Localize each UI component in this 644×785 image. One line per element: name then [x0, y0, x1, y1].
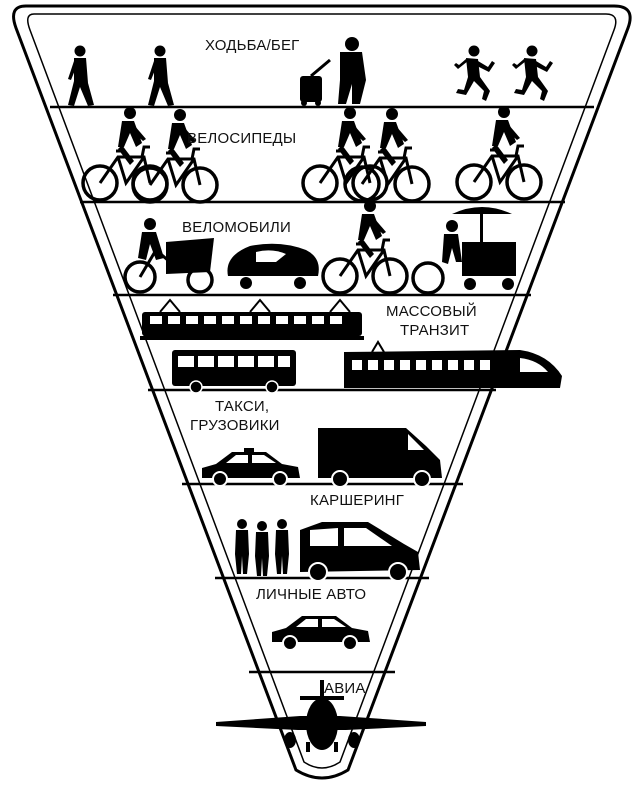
tier-label-carsharing: КАРШЕРИНГ [310, 492, 405, 509]
sedan-icon [271, 615, 371, 651]
walker-icon [68, 45, 94, 106]
tier-label-aviation: АВИА [324, 680, 366, 697]
person-icon [255, 521, 269, 576]
velomobile-icon [227, 243, 319, 289]
food-cart-icon [411, 207, 516, 295]
tier-label-transit-line1: МАССОВЫЙ [386, 303, 477, 320]
tier-velomobiles-icons [123, 200, 516, 295]
tier-label-private-car: ЛИЧНЫЕ АВТО [256, 586, 367, 603]
suitcase-person-icon [300, 37, 366, 106]
tier-walking-icons [68, 37, 553, 106]
tier-transit-icons [140, 298, 562, 394]
runner-icon [512, 45, 553, 101]
bicycle-icon [133, 109, 217, 202]
bicycle-icon [83, 107, 167, 200]
tier-carsharing-icons [235, 519, 420, 582]
cargo-bike-icon [123, 218, 214, 294]
tier-taxi-icons [201, 428, 442, 488]
tier-label-transit-line2: ТРАНЗИТ [400, 322, 470, 339]
tier-label-velomobiles: ВЕЛОМОБИЛИ [182, 219, 291, 236]
tram-icon [140, 298, 364, 340]
bus-icon [172, 350, 296, 394]
tier-label-taxi-line1: ТАКСИ, [215, 398, 270, 415]
bicycle-icon [457, 106, 541, 199]
tier-label-bicycles: ВЕЛОСИПЕДЫ [187, 130, 297, 147]
train-icon [344, 340, 562, 388]
airplane-icon [216, 680, 426, 752]
pyramid-outline [12, 4, 632, 780]
bicycle-icon [323, 200, 407, 293]
tier-private-car-icons [271, 615, 371, 651]
walker-icon [148, 45, 174, 106]
tier-bicycles-icons [83, 106, 541, 202]
tier-label-walking: ХОДЬБА/БЕГ [205, 37, 300, 54]
tier-label-taxi-line2: ГРУЗОВИКИ [190, 417, 280, 434]
hatchback-icon [300, 522, 420, 582]
van-icon [318, 428, 442, 488]
person-icon [275, 519, 289, 574]
taxi-icon [201, 448, 301, 487]
runner-icon [454, 45, 495, 101]
pyramid-inner-outline [27, 13, 617, 769]
person-icon [235, 519, 249, 574]
